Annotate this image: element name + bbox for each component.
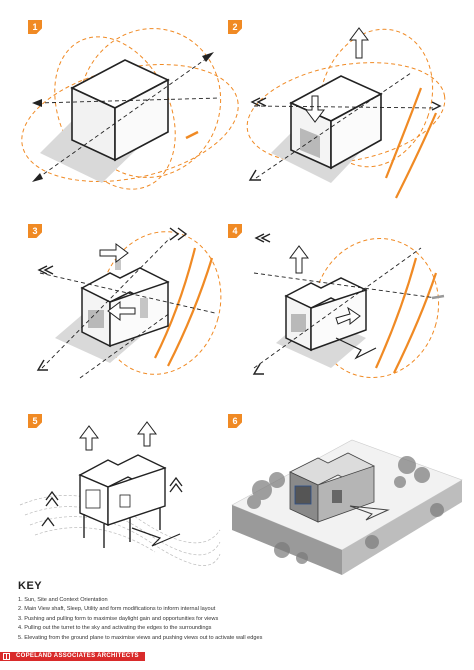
key-item: 5. Elevating from the ground plane to ma… xyxy=(18,634,263,641)
key-item: 1. Sun, Site and Context Orientation xyxy=(18,597,108,603)
sun-orientation-diagram xyxy=(21,28,239,190)
diagram-panel-5: 5 xyxy=(19,410,221,566)
legend-key: KEY 1. Sun, Site and Context Orientation… xyxy=(18,580,458,643)
step-number-6: 6 xyxy=(228,414,242,428)
push-pull-form-diagram xyxy=(36,227,222,379)
step-number-1: 1 xyxy=(28,20,42,34)
brand-name: COPELAND ASSOCIATES ARCHITECTS xyxy=(16,653,139,659)
logo-mark-icon xyxy=(3,653,10,660)
diagram-panel-3: 3 xyxy=(20,218,230,393)
turret-edges-diagram xyxy=(252,233,445,378)
key-item: 3. Pushing and pulling form to maximise … xyxy=(18,615,219,622)
diagram-panel-1: 1 xyxy=(20,18,239,203)
diagram-panel-4: 4 xyxy=(228,218,456,393)
key-item: 4. Pulling out the turret to the sky and… xyxy=(18,625,212,632)
view-shaft-diagram xyxy=(246,27,446,199)
key-item: 2. Main View shaft, Sleep, Utility and f… xyxy=(18,606,216,613)
key-title: KEY xyxy=(18,580,43,592)
site-render xyxy=(231,439,463,575)
diagram-panel-6: 6 xyxy=(228,410,463,575)
diagram-panel-2: 2 xyxy=(228,18,456,203)
footer-brand-bar: COPELAND ASSOCIATES ARCHITECTS xyxy=(0,652,145,661)
brand-label: COPELAND ASSOCIATES ARCHITECTS xyxy=(0,652,145,661)
step-number-3: 3 xyxy=(28,224,42,238)
step-number-5: 5 xyxy=(28,414,42,428)
elevation-diagram xyxy=(19,421,221,566)
step-number-2: 2 xyxy=(228,20,242,34)
step-number-4: 4 xyxy=(228,224,242,238)
